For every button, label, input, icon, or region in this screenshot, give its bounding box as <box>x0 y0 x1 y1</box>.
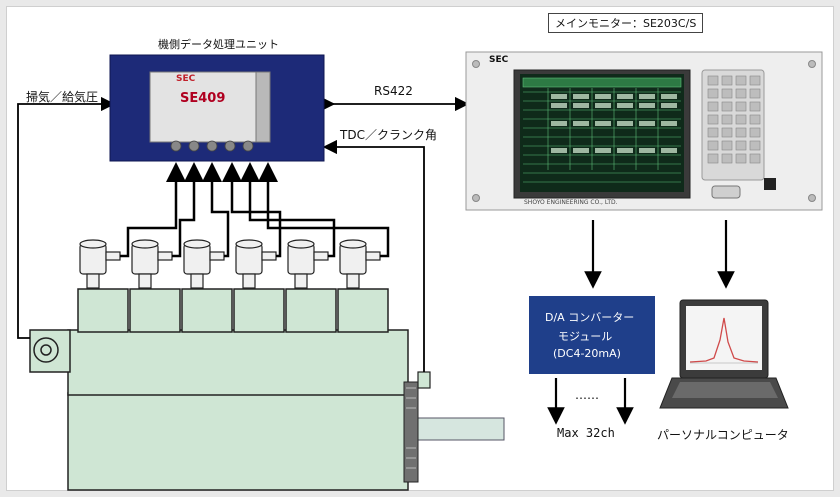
tdc-label: TDC／クランク角 <box>340 128 437 142</box>
monitor-maker: SHOYO ENGINEERING CO., LTD. <box>524 199 618 206</box>
se409-unit <box>109 54 325 162</box>
unit-brand: SEC <box>176 74 196 84</box>
sensor-3 <box>183 239 225 289</box>
engine-block <box>29 288 505 491</box>
da-line-2: モジュール <box>558 330 613 343</box>
max-channels-label: Max 32ch <box>557 426 615 440</box>
da-line-1: D/A コンバーター <box>545 311 635 324</box>
da-converter-box <box>529 296 655 374</box>
sensor-4 <box>235 239 277 289</box>
main-monitor <box>465 51 823 211</box>
sensor-signal-lines <box>120 162 390 258</box>
scavenge-pressure-line <box>17 96 116 339</box>
tdc-signal-line <box>322 139 425 372</box>
sensor-2 <box>131 239 173 289</box>
monitor-title: メインモニター：SE203C/S <box>548 13 704 33</box>
output-dots: …… <box>575 388 599 402</box>
scavenge-pressure-label: 掃気／給気圧 <box>26 90 99 104</box>
sensor-1 <box>79 239 121 289</box>
monitor-brand: SEC <box>489 55 509 65</box>
da-line-3: (DC4-20mA) <box>553 347 621 360</box>
unit-model: SE409 <box>180 91 226 106</box>
personal-computer <box>659 299 789 409</box>
sensor-5 <box>287 239 329 289</box>
unit-title: 機側データ処理ユニット <box>158 38 279 51</box>
rs422-label: RS422 <box>374 84 413 98</box>
sensor-6 <box>339 239 381 289</box>
pressure-sensors <box>79 239 381 289</box>
pc-label: パーソナルコンピュータ <box>657 428 789 442</box>
